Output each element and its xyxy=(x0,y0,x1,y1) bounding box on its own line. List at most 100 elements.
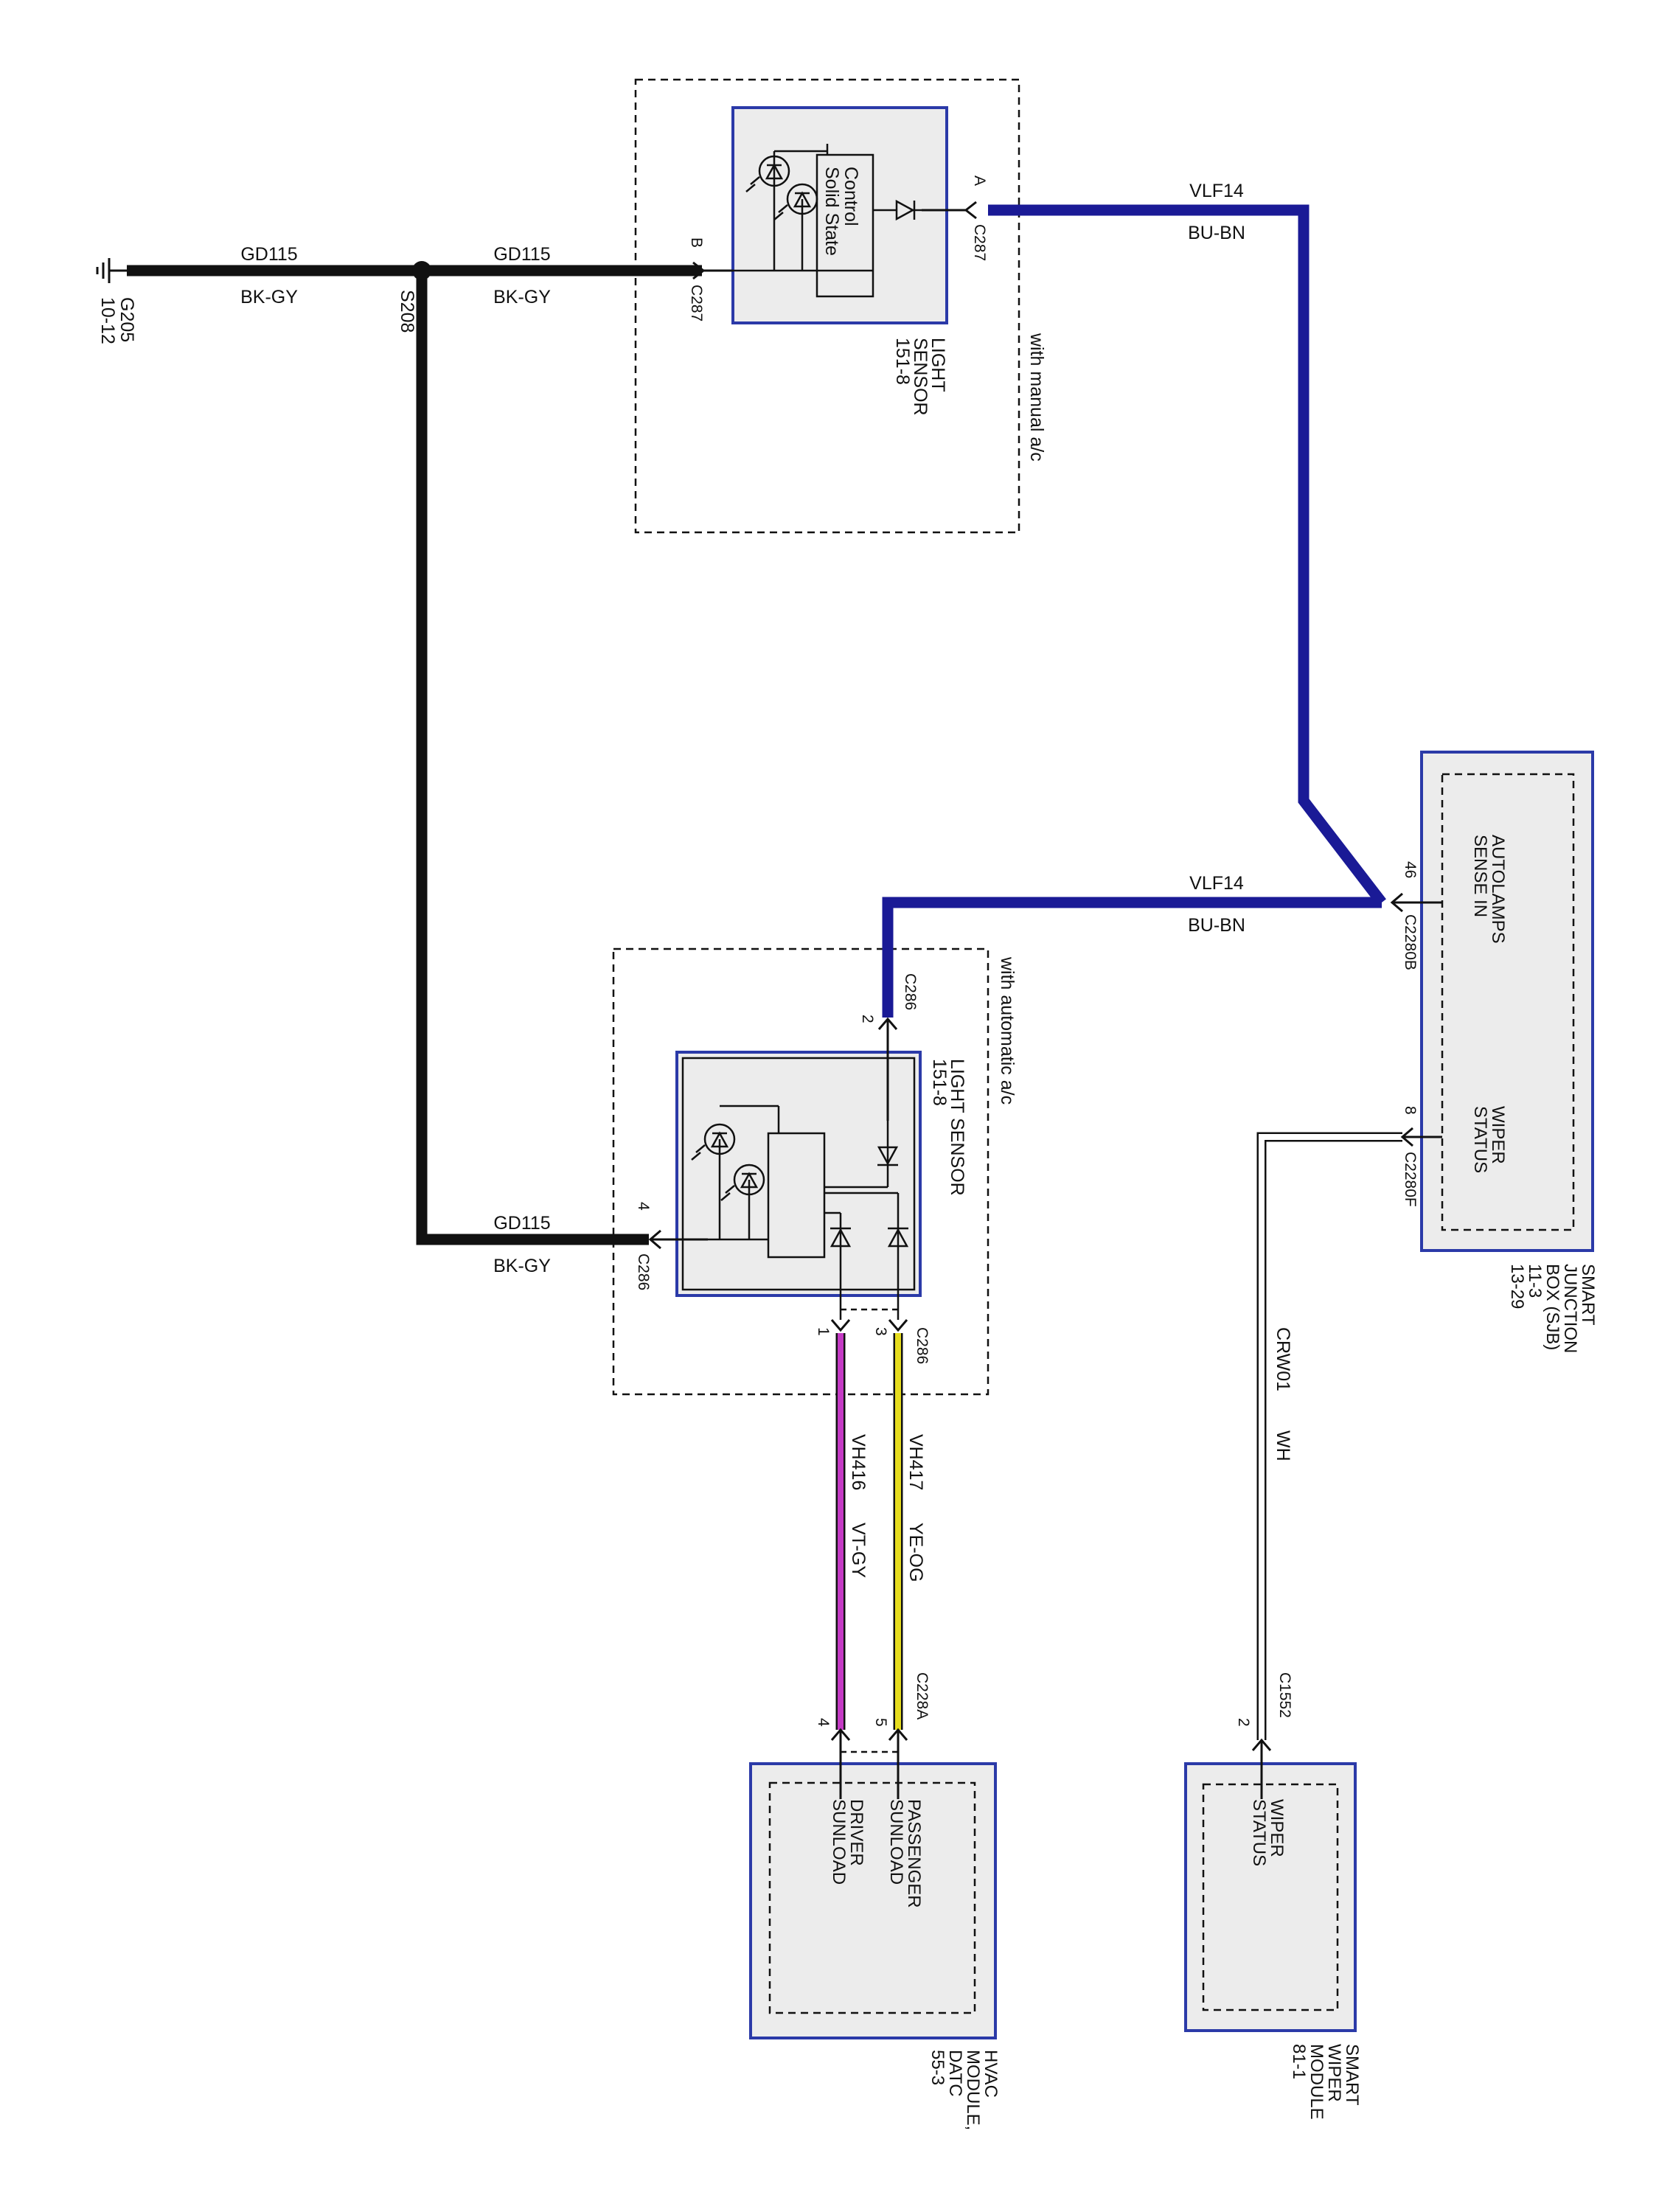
wiper-module-status-1: WIPER xyxy=(1267,1799,1287,1857)
connector-c287-b-label: C287 xyxy=(688,285,705,321)
wire-label-vh417: VH417 xyxy=(905,1434,926,1490)
control-label-2: Solid State xyxy=(821,167,842,256)
pin-b: B xyxy=(688,237,705,248)
manual-sensor-name-2: SENSOR xyxy=(910,338,931,416)
hvac-driver-2: SUNLOAD xyxy=(829,1799,849,1885)
connector-c286-bottom-label: C286 xyxy=(914,1327,931,1364)
diode-icon xyxy=(887,1227,909,1248)
wire-label-vtgy: VT-GY xyxy=(848,1523,869,1578)
hvac-ref: 55-3 xyxy=(928,2050,947,2085)
sjb-wiper-1: WIPER xyxy=(1488,1106,1508,1164)
ground-ref: 10-12 xyxy=(97,297,118,344)
sjb-ref-1: 11-3 xyxy=(1525,1264,1545,1298)
manual-ac-option-box xyxy=(634,78,1020,534)
wire-label-gd115-right: GD115 xyxy=(493,244,550,265)
wiper-module-name-2: WIPER xyxy=(1324,2044,1344,2102)
connector-c286-2 xyxy=(877,1017,898,1121)
connector-c2280f-label: C2280F xyxy=(1402,1152,1419,1207)
pin-hvac-4: 4 xyxy=(815,1718,832,1727)
manual-sensor-ref: 151-8 xyxy=(892,338,913,385)
splice-id: S208 xyxy=(397,290,417,333)
control-label-1: Control xyxy=(841,167,861,226)
wire-label-bkgy-lower: BK-GY xyxy=(493,1256,551,1276)
hvac-inner-dashed xyxy=(768,1781,976,2014)
photodiode-icon xyxy=(691,1123,736,1161)
sjb-inner-dashed xyxy=(1441,773,1575,1231)
manual-sensor-name-1: LIGHT xyxy=(928,338,948,392)
connector-c228a-4 xyxy=(830,1728,851,1799)
photodiode-icon xyxy=(745,155,790,192)
wire-label-vh416: VH416 xyxy=(848,1434,869,1490)
connector-c228a-label: C228A xyxy=(914,1672,931,1719)
sjb-box xyxy=(1420,751,1594,1252)
sjb-wiper-2: STATUS xyxy=(1470,1106,1490,1173)
connector-c2280b xyxy=(1390,892,1442,913)
pin-hvac-5: 5 xyxy=(872,1718,889,1727)
wire-vlf14 xyxy=(882,204,1386,1018)
hvac-driver-1: DRIVER xyxy=(846,1799,866,1866)
pin-1: 1 xyxy=(815,1327,832,1336)
connector-c287-a-label: C287 xyxy=(971,224,988,261)
wire-label-bubn-upper: BU-BN xyxy=(1188,223,1245,243)
wiper-module-box xyxy=(1184,1762,1357,2032)
connector-c286-top-label: C286 xyxy=(902,973,919,1010)
pin-2: 2 xyxy=(859,1015,876,1023)
wiper-module-name-1: SMART xyxy=(1342,2044,1362,2106)
connector-c287-b xyxy=(692,261,733,280)
ground-id: G205 xyxy=(116,297,137,342)
diode-icon xyxy=(830,1227,852,1248)
wiper-module-ref: 81-1 xyxy=(1289,2044,1309,2079)
auto-sensor-ref: 151-8 xyxy=(929,1059,950,1106)
hvac-passenger-2: SUNLOAD xyxy=(886,1799,906,1885)
wiper-module-inner-dashed xyxy=(1202,1783,1339,2011)
wire-crw01-core xyxy=(1259,1134,1402,1740)
sjb-name-3: BOX (SJB) xyxy=(1543,1264,1562,1350)
auto-sensor-logic-block xyxy=(767,1132,826,1259)
wire-label-wh: WH xyxy=(1273,1430,1293,1461)
auto-ac-option-label: with automatic a/c xyxy=(997,956,1018,1105)
hvac-name-3: DATC xyxy=(945,2050,965,2097)
wiper-module-name-3: MODULE xyxy=(1307,2044,1326,2120)
photodiode-icon xyxy=(720,1164,765,1201)
sjb-ref-2: 13-29 xyxy=(1507,1264,1527,1309)
splice-s208-dot xyxy=(412,261,431,280)
sjb-autolamps-1: AUTOLAMPS xyxy=(1488,835,1508,944)
pin-8: 8 xyxy=(1402,1106,1419,1115)
connector-c1552-label: C1552 xyxy=(1276,1672,1293,1718)
control-solid-state-block xyxy=(815,153,874,298)
sjb-name-1: SMART xyxy=(1578,1264,1598,1326)
wire-label-vlf14-lower: VLF14 xyxy=(1189,873,1244,894)
wire-label-bkgy-left: BK-GY xyxy=(240,287,298,307)
manual-sensor-internal-wiring xyxy=(733,144,966,272)
connector-c286-3 xyxy=(888,1319,908,1332)
hvac-name-1: HVAC xyxy=(981,2050,1001,2098)
wire-label-bubn-lower: BU-BN xyxy=(1188,915,1245,936)
pin-wiper-2: 2 xyxy=(1235,1718,1252,1727)
diode-icon xyxy=(877,1146,899,1166)
pin-46: 46 xyxy=(1402,861,1419,878)
hvac-passenger-1: PASSENGER xyxy=(904,1799,924,1908)
manual-ac-option-label: with manual a/c xyxy=(1026,333,1047,462)
light-sensor-auto-inner xyxy=(681,1057,916,1291)
sjb-name-2: JUNCTION xyxy=(1560,1264,1580,1353)
pin-4: 4 xyxy=(635,1202,652,1211)
hvac-module-box xyxy=(749,1762,997,2039)
connector-c286-1 xyxy=(830,1319,851,1332)
wiper-module-status-2: STATUS xyxy=(1249,1799,1269,1866)
connector-c1552 xyxy=(1251,1738,1272,1799)
wire-gd115 xyxy=(127,265,702,1245)
pin-3: 3 xyxy=(872,1327,889,1336)
hvac-name-2: MODULE, xyxy=(963,2050,983,2130)
wire-label-yeog: YE-OG xyxy=(905,1523,926,1582)
connector-c2280b-label: C2280B xyxy=(1402,914,1419,970)
connector-c286-left-label: C286 xyxy=(635,1253,652,1290)
connector-c286-4 xyxy=(648,1229,708,1250)
wire-label-vlf14-upper: VLF14 xyxy=(1189,181,1244,201)
sjb-autolamps-2: SENSE IN xyxy=(1470,835,1490,917)
wire-label-gd115-left: GD115 xyxy=(240,244,297,265)
wire-label-crw01: CRW01 xyxy=(1273,1327,1293,1391)
wire-label-bkgy-right: BK-GY xyxy=(493,287,551,307)
ground-symbol xyxy=(96,258,127,283)
